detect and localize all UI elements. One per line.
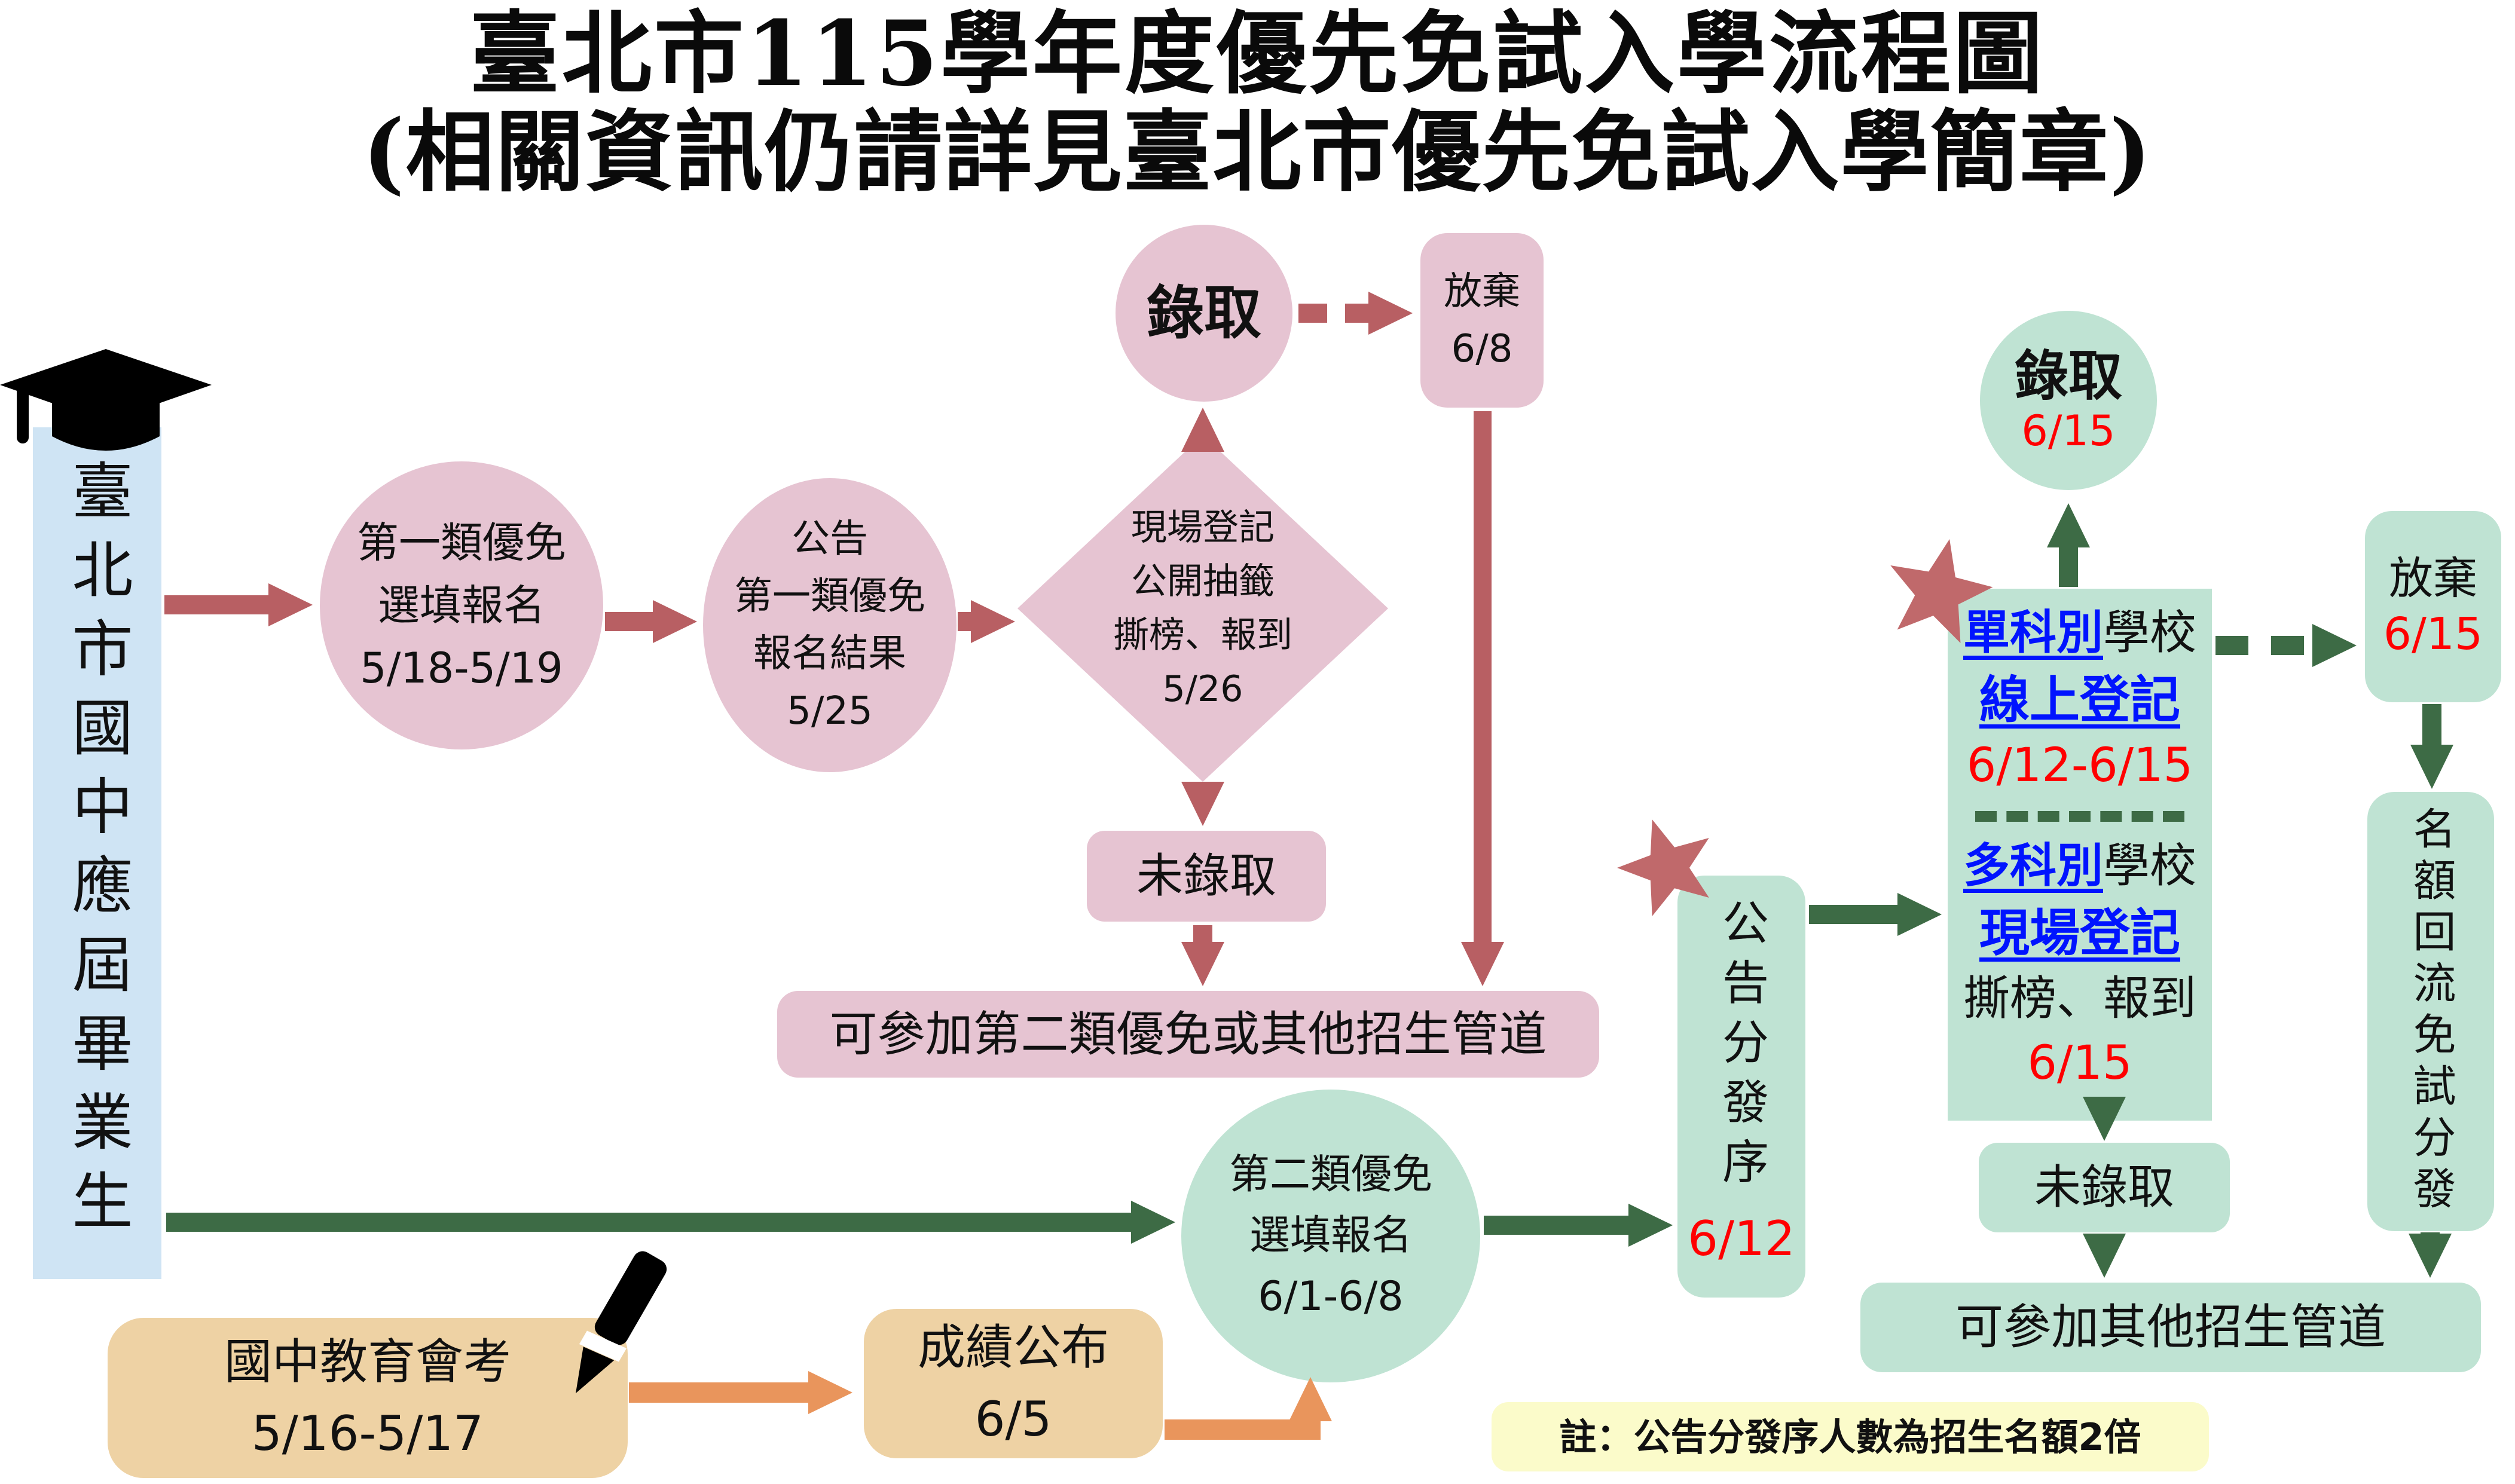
student-source-label: 臺北市國中應屆畢業生	[62, 458, 133, 1248]
node-admitted-second-date: 6/15	[2021, 406, 2116, 455]
node-announce-distribution-order: 公告分發序 6/12	[1677, 876, 1805, 1298]
node-onsite-lottery-decision: 現場登記 公開抽籤 撕榜、報到 5/26	[1017, 435, 1388, 782]
node-fallback-second: 可參加其他招生管道	[1860, 1283, 2481, 1372]
announce-order-label: 公告分發序	[1715, 898, 1768, 1197]
onsite-registration-date: 6/15	[2027, 1036, 2132, 1090]
node-second-type-register: 第二類優免 選填報名 6/1-6/8	[1181, 1090, 1480, 1382]
node-score-release-text: 成績公布 6/5	[918, 1320, 1109, 1447]
onsite-tear-report-label: 撕榜、報到	[1963, 972, 2196, 1026]
node-junior-exam-text: 國中教育會考 5/16-5/17	[224, 1334, 511, 1461]
node-not-admitted-second: 未錄取	[1979, 1143, 2230, 1232]
footnote-text: 註：公告分發序人數為招生名額2倍	[1559, 1415, 2141, 1459]
node-quota-reflow: 名額回流免試分發	[2367, 792, 2494, 1231]
online-registration-dates: 6/12-6/15	[1966, 739, 2193, 793]
online-registration-link[interactable]: 線上登記	[1979, 670, 2180, 729]
arrow-score-to-second-register	[1165, 1377, 1332, 1440]
single-dept-row: 單科別學校	[1963, 605, 2196, 662]
node-fallback-second-text: 可參加其他招生管道	[1955, 1299, 2386, 1355]
node-forfeit-second-label: 放棄	[2389, 552, 2477, 604]
node-not-admitted-second-text: 未錄取	[2034, 1160, 2174, 1214]
footnote: 註：公告分發序人數為招生名額2倍	[1492, 1402, 2209, 1471]
multi-dept-rest: 學校	[2103, 839, 2197, 893]
page-title: 臺北市115學年度優先免試入學流程圖 (相關資訊仍請詳見臺北市優先免試入學簡章)	[0, 5, 2515, 201]
node-fallback-first-text: 可參加第二類優免或其他招生管道	[829, 1006, 1547, 1062]
single-dept-rest: 學校	[2103, 606, 2197, 660]
node-fallback-first: 可參加第二類優免或其他招生管道	[777, 991, 1599, 1078]
multi-dept-link[interactable]: 多科別	[1963, 839, 2103, 893]
multi-dept-row: 多科別學校	[1963, 839, 2196, 895]
node-first-type-result-text: 公告 第一類優免 報名結果 5/25	[734, 517, 925, 733]
node-admitted-second: 錄取 6/15	[1980, 311, 2157, 490]
node-school-registration: 單科別學校 線上登記 6/12-6/15 多科別學校 現場登記 撕榜、報到 6/…	[1948, 589, 2212, 1121]
node-score-release: 成績公布 6/5	[864, 1309, 1163, 1458]
node-first-type-register-text: 第一類優免 選填報名 5/18-5/19	[357, 518, 566, 693]
node-onsite-lottery-text: 現場登記 公開抽籤 撕榜、報到 5/26	[1113, 507, 1292, 710]
node-first-type-register: 第一類優免 選填報名 5/18-5/19	[320, 461, 603, 749]
announce-order-date: 6/12	[1688, 1211, 1795, 1266]
node-admitted-first-text: 錄取	[1147, 280, 1261, 347]
node-forfeit-second-date: 6/15	[2383, 608, 2483, 660]
student-source-panel: 臺北市國中應屆畢業生	[33, 427, 161, 1279]
node-quota-reflow-text: 名額回流免試分發	[2406, 806, 2456, 1217]
node-forfeit-second: 放棄 6/15	[2365, 511, 2501, 702]
single-multi-divider	[1975, 810, 2184, 822]
node-forfeit-first-text: 放棄 6/8	[1444, 270, 1520, 371]
node-second-type-register-text: 第二類優免 選填報名 6/1-6/8	[1229, 1151, 1432, 1320]
title-line-1: 臺北市115學年度優先免試入學流程圖	[469, 1, 2046, 106]
node-admitted-first: 錄取	[1116, 225, 1292, 402]
node-first-type-result: 公告 第一類優免 報名結果 5/25	[703, 478, 957, 772]
single-dept-link[interactable]: 單科別	[1963, 606, 2103, 660]
node-junior-exam: 國中教育會考 5/16-5/17	[108, 1318, 628, 1478]
node-admitted-second-label: 錄取	[2015, 345, 2122, 408]
node-not-admitted-first: 未錄取	[1087, 831, 1326, 922]
title-line-2: (相關資訊仍請詳見臺北市優先免試入學簡章)	[362, 100, 2153, 204]
onsite-registration-link[interactable]: 現場登記	[1979, 903, 2180, 962]
node-forfeit-first: 放棄 6/8	[1420, 233, 1544, 408]
node-not-admitted-first-text: 未錄取	[1136, 849, 1276, 903]
